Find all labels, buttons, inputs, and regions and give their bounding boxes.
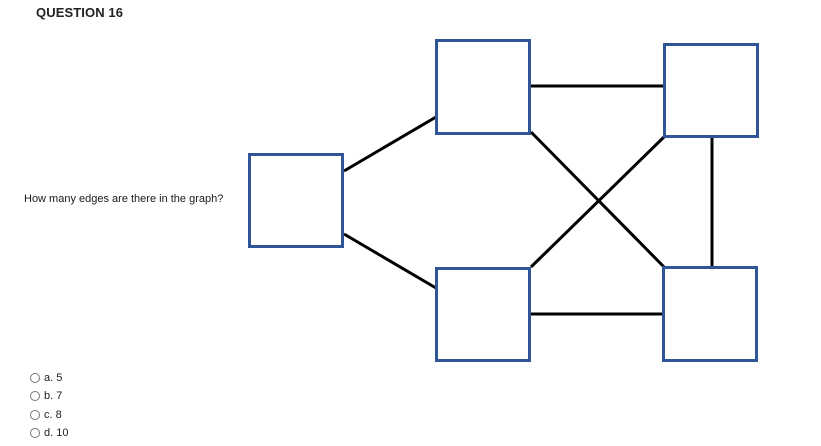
edge-bottom-middle-top-right — [529, 134, 667, 269]
answer-label-b: b. 7 — [44, 390, 63, 403]
radio-button-b[interactable] — [30, 391, 40, 402]
answer-option-c[interactable]: c. 8 — [30, 406, 68, 424]
answer-options: a. 5 b. 7 c. 8 d. 10 — [30, 369, 68, 442]
answer-option-b[interactable]: b. 7 — [30, 387, 68, 405]
question-prompt: How many edges are there in the graph? — [24, 193, 224, 205]
answer-option-d[interactable]: d. 10 — [30, 424, 68, 442]
node-top-right — [663, 43, 759, 138]
node-left — [248, 153, 344, 248]
answer-label-a: a. 5 — [44, 372, 63, 385]
graph-nodes — [248, 39, 759, 362]
graph-edges — [343, 84, 714, 316]
radio-button-d[interactable] — [30, 428, 40, 439]
edge-left-bottom-middle — [343, 232, 437, 290]
answer-option-a[interactable]: a. 5 — [30, 369, 68, 387]
question-title: QUESTION 16 — [36, 5, 124, 20]
answer-label-c: c. 8 — [44, 408, 62, 421]
radio-button-a[interactable] — [30, 373, 40, 384]
node-bottom-right — [662, 266, 758, 362]
node-top-middle — [435, 39, 531, 135]
answer-label-d: d. 10 — [44, 427, 69, 440]
radio-button-c[interactable] — [30, 409, 40, 420]
edge-top-middle-bottom-right — [529, 130, 668, 271]
edge-left-top-middle — [343, 115, 437, 173]
node-bottom-middle — [435, 267, 531, 362]
